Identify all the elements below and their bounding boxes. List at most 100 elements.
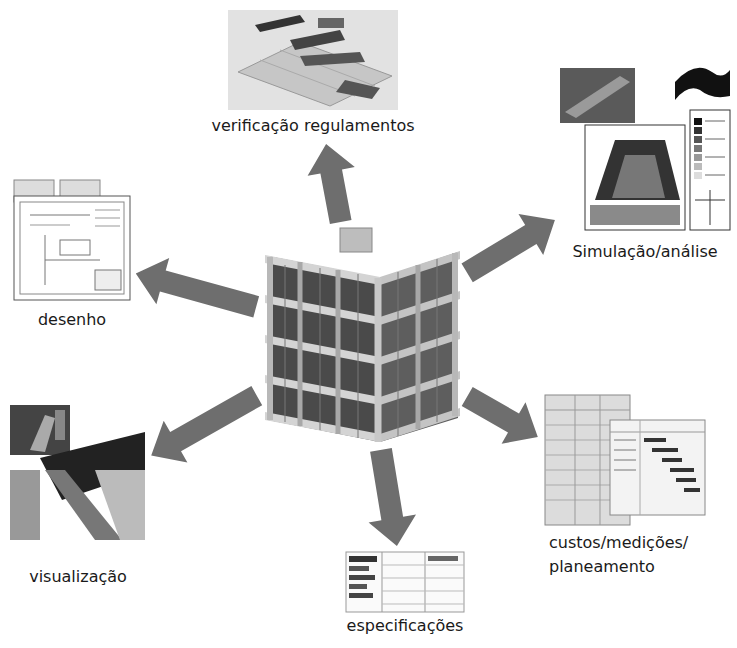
drawing-image-part xyxy=(95,270,121,290)
image-caption: especificações xyxy=(347,614,464,638)
specifications-image-part xyxy=(428,556,458,561)
building-model-part xyxy=(340,228,372,252)
simulation-image-part xyxy=(694,172,702,179)
building-model-part xyxy=(452,253,458,416)
image-caption-node: visualização xyxy=(10,405,146,589)
simulation-image-part xyxy=(690,110,730,230)
specifications-image-part xyxy=(382,604,464,605)
image-area xyxy=(14,180,130,308)
building-model-part xyxy=(265,335,380,365)
block-arrow xyxy=(308,144,355,224)
building-model-part xyxy=(265,375,380,405)
cost-planning-image-part xyxy=(662,458,682,462)
image-caption: Simulação/análise xyxy=(572,240,717,264)
regulation-check-image-part xyxy=(318,18,344,28)
visualization-image-part xyxy=(55,410,65,440)
simulation-image-part xyxy=(694,163,702,170)
simulation-image-part xyxy=(694,127,702,134)
building-model-part xyxy=(398,272,399,436)
image-caption-node: verificação regulamentos xyxy=(208,10,417,138)
cost-planning-image-part xyxy=(600,395,601,525)
cost-planning-image-part xyxy=(610,432,705,433)
visualization-image-part xyxy=(10,405,70,455)
drawing-image xyxy=(14,180,130,300)
building-model-part xyxy=(416,265,421,429)
caption-row: custos/medições/ planeamento xyxy=(543,531,707,579)
building-model xyxy=(265,228,460,442)
simulation-image-part xyxy=(694,136,702,143)
building-model-part xyxy=(265,255,380,285)
simulation-image-part xyxy=(694,154,702,161)
building-model-node xyxy=(262,228,462,444)
image-caption: verificação regulamentos xyxy=(211,114,414,138)
image-caption: desenho xyxy=(38,308,106,332)
specifications-image-part xyxy=(349,593,373,598)
regulation-check-image-part xyxy=(238,42,392,106)
image-caption: custos/medições/ planeamento xyxy=(543,531,701,579)
caption-row: visualização xyxy=(10,565,146,589)
drawing-image-part xyxy=(95,226,120,227)
image-caption-node: custos/medições/ planeamento xyxy=(543,395,707,579)
image-area xyxy=(543,395,707,531)
drawing-image-part xyxy=(60,240,90,255)
cost-planning-image-part xyxy=(614,460,636,461)
simulation-image-part xyxy=(694,118,702,125)
simulation-image-part xyxy=(710,190,711,225)
cost-planning-image-part xyxy=(652,448,678,452)
visualization-image xyxy=(10,405,145,540)
image-caption-node: desenho xyxy=(14,180,130,332)
drawing-image-part xyxy=(95,218,120,219)
simulation-image-part xyxy=(705,157,725,158)
block-arrow xyxy=(151,386,262,463)
building-model-part xyxy=(285,265,286,422)
specifications-image-part xyxy=(349,566,369,571)
regulation-check-image-part xyxy=(290,30,345,50)
specifications-image-part xyxy=(382,591,464,592)
drawing-image-part xyxy=(30,225,70,226)
cost-planning-image-part xyxy=(644,438,666,442)
caption-row: desenho xyxy=(14,308,130,332)
image-caption: visualização xyxy=(29,565,127,589)
cost-planning-image-part xyxy=(575,395,576,525)
drawing-image-part xyxy=(45,260,100,261)
caption-row: verificação regulamentos xyxy=(208,114,417,138)
cost-planning-image xyxy=(545,395,705,525)
drawing-image-part xyxy=(30,215,90,216)
specifications-image-part xyxy=(346,552,464,612)
cost-planning-image-part xyxy=(640,420,641,515)
block-arrow xyxy=(462,387,538,444)
simulation-image-part xyxy=(705,139,725,140)
drawing-image-part xyxy=(95,210,120,211)
image-area xyxy=(344,552,467,614)
cost-planning-image-part xyxy=(684,488,700,492)
regulation-check-image-part xyxy=(300,52,365,66)
specifications-image xyxy=(346,552,464,612)
visualization-image-part xyxy=(30,415,55,452)
building-model-part xyxy=(265,412,380,442)
specifications-image-part xyxy=(425,552,426,612)
simulation-image-part xyxy=(560,68,635,123)
drawing-image-part xyxy=(20,202,124,294)
image-area xyxy=(208,10,417,114)
specifications-image-part xyxy=(382,578,464,579)
simulation-image xyxy=(560,68,730,230)
building-model-part xyxy=(336,270,341,434)
building-model-part xyxy=(298,262,303,426)
building-model-part xyxy=(265,295,380,325)
building-model-part xyxy=(375,278,382,442)
simulation-image-part xyxy=(675,68,730,100)
visualization-image-part xyxy=(95,470,145,540)
drawing-image-part xyxy=(14,196,130,300)
block-arrow xyxy=(136,258,259,318)
specifications-image-part xyxy=(382,565,464,566)
cost-planning-image-part xyxy=(545,410,630,411)
block-arrow xyxy=(369,448,416,546)
regulation-check-image xyxy=(228,10,398,110)
specifications-image-part xyxy=(382,552,383,612)
specifications-image-part xyxy=(349,556,377,562)
simulation-image-part xyxy=(565,76,630,118)
building-model-part xyxy=(267,257,273,420)
regulation-check-image-part xyxy=(280,50,375,86)
simulation-image-part xyxy=(590,205,680,225)
building-model-part xyxy=(358,274,359,438)
